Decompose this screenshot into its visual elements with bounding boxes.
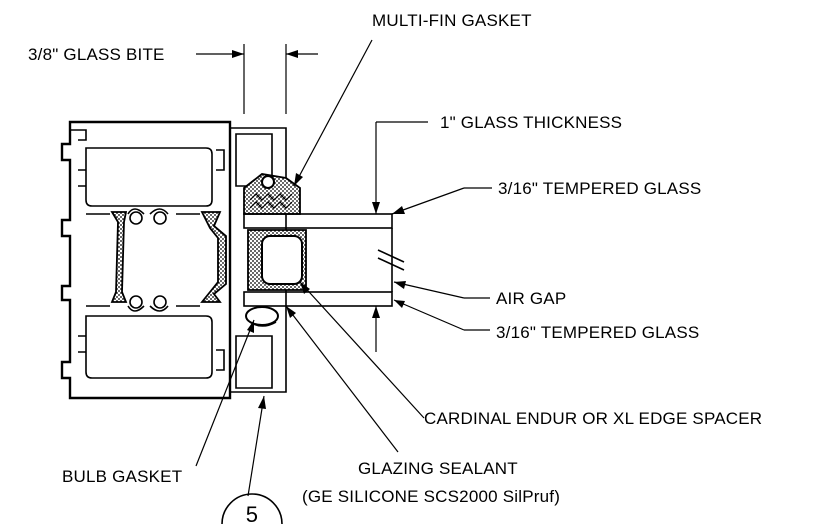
detail-marker-number: 5 bbox=[246, 502, 258, 524]
tempered-glass-bottom-label: 3/16" TEMPERED GLASS bbox=[496, 323, 699, 342]
thermal-break bbox=[110, 211, 227, 303]
glazing-sealant-label: GLAZING SEALANT bbox=[358, 459, 518, 478]
glass-thickness-dimension bbox=[372, 121, 428, 352]
label-leader-ticks bbox=[464, 187, 492, 331]
leader-lines bbox=[195, 39, 465, 497]
glass-bite-label: 3/8" GLASS BITE bbox=[28, 45, 165, 64]
air-gap-label: AIR GAP bbox=[496, 289, 566, 308]
bulb-gasket bbox=[245, 306, 279, 327]
bulb-gasket-label: BULB GASKET bbox=[62, 467, 182, 486]
detail-marker: 5 bbox=[221, 493, 283, 527]
insulated-glass-unit bbox=[243, 213, 405, 307]
glass-bite-dimension bbox=[196, 44, 318, 114]
glass-thickness-label: 1" GLASS THICKNESS bbox=[440, 113, 622, 132]
multi-fin-gasket-label: MULTI-FIN GASKET bbox=[372, 11, 532, 30]
glazing-sealant-spec-label: (GE SILICONE SCS2000 SilPruf) bbox=[302, 487, 560, 506]
edge-spacer-label: CARDINAL ENDUR OR XL EDGE SPACER bbox=[424, 409, 762, 428]
callout-labels: MULTI-FIN GASKET 3/8" GLASS BITE 1" GLAS… bbox=[28, 11, 762, 506]
multi-fin-gasket bbox=[243, 173, 301, 215]
tempered-glass-top-label: 3/16" TEMPERED GLASS bbox=[498, 179, 701, 198]
